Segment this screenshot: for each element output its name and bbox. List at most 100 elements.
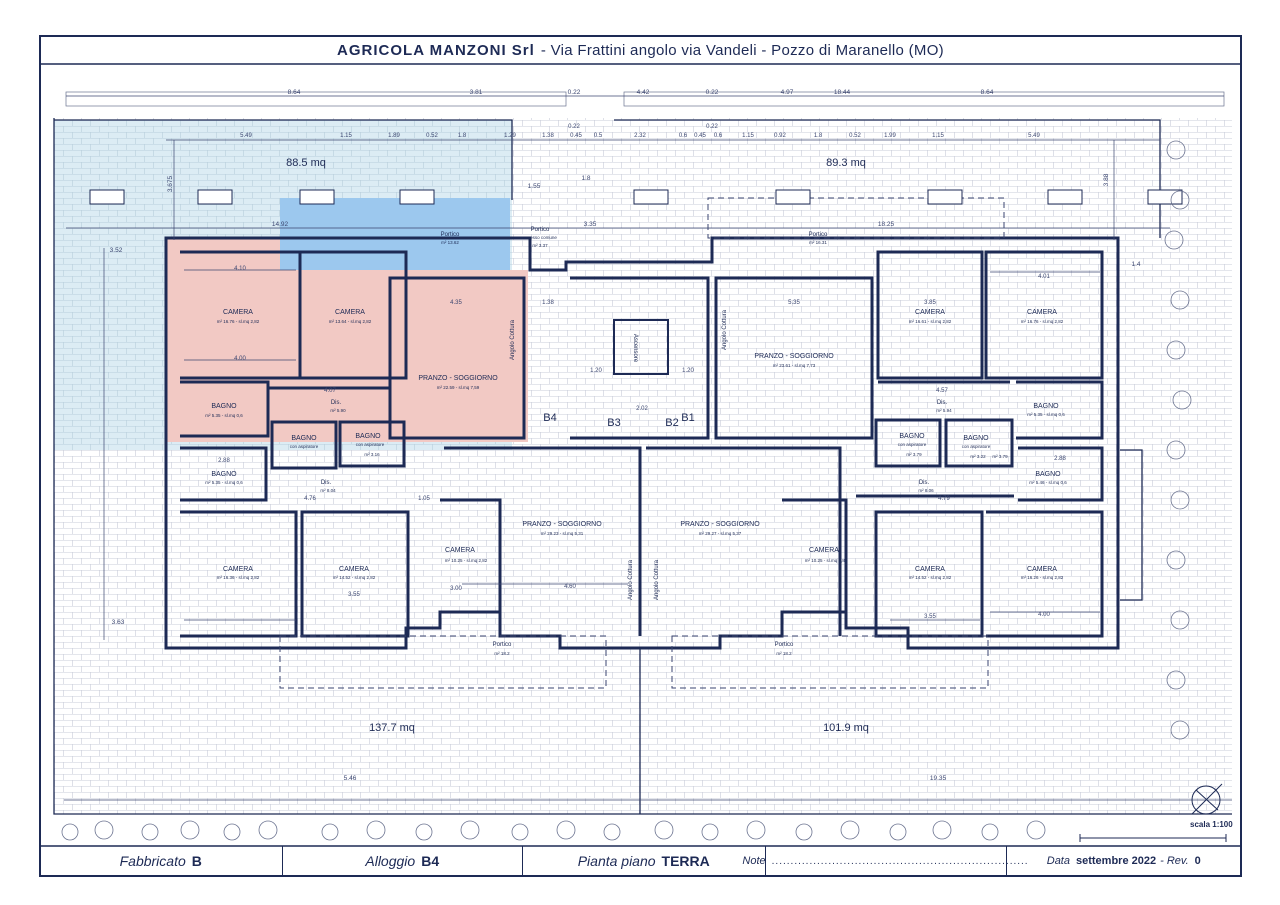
- room-dis: Dis.: [937, 400, 948, 406]
- room-bagno: BAGNO: [1035, 471, 1061, 478]
- room-camera: CAMERA: [915, 566, 945, 573]
- room-detail: m² 18.2: [494, 651, 510, 656]
- room-detail: m² 10.25 - sl.mq 2,82: [805, 558, 848, 563]
- svg-text:0.6: 0.6: [714, 133, 723, 139]
- room-detail: m² 16.31: [809, 240, 827, 245]
- area-garden-nw: 88.5 mq: [286, 157, 326, 169]
- unit-label-b2: B2: [665, 417, 678, 429]
- svg-text:3.52: 3.52: [110, 247, 123, 254]
- svg-text:1.99: 1.99: [884, 133, 896, 139]
- svg-text:4.01: 4.01: [1038, 274, 1050, 280]
- svg-text:14.92: 14.92: [272, 221, 289, 228]
- room-detail: m² 5.90: [330, 408, 346, 413]
- svg-text:3.55: 3.55: [348, 592, 360, 598]
- dims-top-small: 0.22 0.22: [568, 124, 718, 130]
- room-camera: CAMERA: [223, 309, 253, 316]
- room-detail: m² 10.25 - sl.mq 2,82: [445, 558, 488, 563]
- room-bagno: BAGNO: [211, 471, 237, 478]
- svg-text:0.45: 0.45: [570, 133, 582, 139]
- room-pranzo: PRANZO - SOGGIORNO: [680, 521, 760, 528]
- svg-text:4.10: 4.10: [234, 266, 246, 272]
- unit-label-b1: B1: [681, 412, 694, 424]
- svg-text:3.88: 3.88: [1103, 173, 1110, 186]
- svg-text:2.88: 2.88: [218, 458, 230, 464]
- room-note: con aspiratore: [962, 444, 991, 449]
- svg-text:1.20: 1.20: [590, 368, 602, 374]
- title-block-note: Note....................................…: [742, 846, 1028, 876]
- svg-text:0.52: 0.52: [426, 133, 438, 139]
- room-detail: m² 3.16: [364, 452, 380, 457]
- svg-text:5.49: 5.49: [1028, 133, 1040, 139]
- room-detail: m² 13.64 - sl.mq 2,82: [329, 319, 372, 324]
- svg-text:0.92: 0.92: [774, 133, 786, 139]
- svg-text:0.22: 0.22: [706, 124, 718, 130]
- room-dis: Dis.: [321, 480, 332, 486]
- svg-text:0.6: 0.6: [679, 133, 688, 139]
- room-detail: m² 14.52 - sl.mq 2,82: [909, 575, 952, 580]
- scale-bar: [1079, 834, 1227, 842]
- svg-text:8.64: 8.64: [981, 89, 994, 96]
- svg-text:4.97: 4.97: [781, 89, 794, 96]
- svg-text:2.88: 2.88: [1054, 456, 1066, 462]
- room-note: con aspiratore: [290, 444, 319, 449]
- svg-text:1.8: 1.8: [814, 133, 823, 139]
- header-title: AGRICOLA MANZONI Srl - Via Frattini ango…: [40, 36, 1241, 64]
- svg-text:3.00: 3.00: [450, 586, 462, 592]
- room-detail: m² 5.46 - sl.mq 0,6: [1029, 480, 1067, 485]
- room-portico: Portico: [441, 232, 460, 238]
- dashed-porch-lines: [279, 197, 1005, 689]
- svg-text:4.42: 4.42: [637, 89, 650, 96]
- room-portico: Portico: [809, 232, 828, 238]
- svg-text:3.55: 3.55: [924, 614, 936, 620]
- svg-text:1.8: 1.8: [581, 175, 590, 182]
- room-camera: CAMERA: [1027, 566, 1057, 573]
- dimension-lines: [64, 95, 1232, 801]
- svg-text:5.35: 5.35: [788, 300, 800, 306]
- svg-text:4.07: 4.07: [324, 388, 336, 394]
- svg-text:4.60: 4.60: [564, 584, 576, 590]
- svg-text:1.15: 1.15: [340, 133, 352, 139]
- site-address: - Via Frattini angolo via Vandeli - Pozz…: [540, 41, 944, 59]
- room-detail: m² 8.06: [918, 488, 934, 493]
- room-detail: m² 8.04: [320, 488, 336, 493]
- room-detail: m² 13.62: [441, 240, 459, 245]
- svg-text:4.00: 4.00: [1038, 612, 1050, 618]
- room-bagno: BAGNO: [1033, 403, 1059, 410]
- room-pranzo: PRANZO - SOGGIORNO: [754, 353, 834, 360]
- room-dis: Dis.: [919, 480, 930, 486]
- room-detail: m² 5.35 - sl.mq 0,6: [1027, 412, 1065, 417]
- sheet-frame: [39, 35, 1242, 877]
- svg-text:3.675: 3.675: [167, 175, 174, 192]
- area-garden-se: 101.9 mq: [823, 722, 869, 734]
- room-detail: m² 22.59 - sl.mq 7,59: [437, 385, 480, 390]
- room-camera: CAMERA: [339, 566, 369, 573]
- svg-text:0.45: 0.45: [694, 133, 706, 139]
- room-bagno: BAGNO: [899, 433, 925, 440]
- dims-bottom: 5.46 19.35 3.63: [112, 619, 947, 782]
- svg-text:18.25: 18.25: [878, 221, 895, 228]
- room-portico: Portico: [775, 642, 794, 648]
- room-pranzo: PRANZO - SOGGIORNO: [522, 521, 602, 528]
- svg-text:5.46: 5.46: [344, 775, 357, 782]
- area-garden-ne: 89.3 mq: [826, 157, 866, 169]
- svg-text:1.20: 1.20: [682, 368, 694, 374]
- svg-text:4.00: 4.00: [234, 356, 246, 362]
- room-camera: CAMERA: [335, 309, 365, 316]
- scale-label: scala 1:100: [1190, 820, 1233, 829]
- room-portico: Portico: [531, 227, 550, 233]
- room-cottura: Angolo Cottura: [510, 319, 516, 360]
- room-portico: Portico: [493, 642, 512, 648]
- svg-text:3.35: 3.35: [584, 221, 597, 228]
- svg-text:4.76: 4.76: [304, 496, 316, 502]
- company-name: AGRICOLA MANZONI Srl: [337, 41, 535, 59]
- dims-mid: 14.92 3.35 18.25 1.55 1.8 3.675 3.88 3.5…: [110, 173, 1141, 268]
- unit-label-b4: B4: [543, 412, 556, 424]
- room-detail: m² 5.35 - sl.mq 0,6: [205, 413, 243, 418]
- room-detail: m² 16.76 - sl.mq 2,82: [1021, 319, 1064, 324]
- svg-text:0.52: 0.52: [849, 133, 861, 139]
- title-block-date: Data settembre 2022 - Rev. 0: [1046, 855, 1201, 867]
- svg-text:0.22: 0.22: [568, 89, 581, 96]
- svg-text:0.22: 0.22: [568, 124, 580, 130]
- room-pranzo: PRANZO - SOGGIORNO: [418, 375, 498, 382]
- room-detail: m² 3.79: [992, 454, 1008, 459]
